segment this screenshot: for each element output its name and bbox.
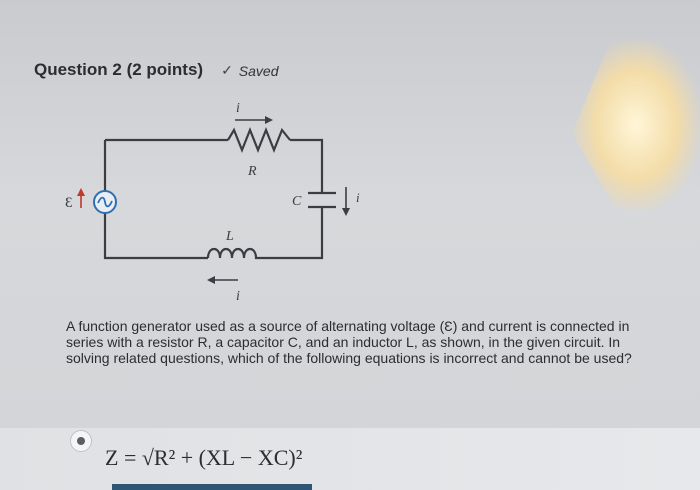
- screen-glare: [572, 40, 700, 210]
- question-title: Question 2 (2 points): [34, 60, 204, 79]
- circuit-diagram: i R C i L i Ɛ: [65, 101, 360, 304]
- inductor-symbol: [206, 247, 260, 260]
- answer-radio-button[interactable]: [70, 430, 92, 452]
- arrowhead-up-icon: [77, 188, 85, 196]
- wire-right-bottom: [260, 207, 324, 260]
- next-choice-edge: [112, 484, 312, 490]
- arrowhead-down-icon: [342, 208, 350, 216]
- capacitor-label: C: [292, 194, 302, 209]
- question-text: A function generator used as a source of…: [66, 318, 632, 366]
- answer-choice-row: [0, 428, 700, 490]
- saved-label: Saved: [238, 62, 279, 79]
- resistor-label: R: [247, 164, 257, 179]
- arrowhead-left-icon: [207, 276, 215, 284]
- resistor-symbol: [227, 127, 291, 153]
- saved-status: ✓ Saved: [221, 62, 278, 79]
- capacitor-current-label: i: [356, 190, 360, 205]
- answer-formula[interactable]: Z = √R² + (XL − XC)²: [105, 445, 303, 470]
- sine-wave-icon: [97, 196, 113, 208]
- source-label: Ɛ: [65, 195, 73, 211]
- current-label-top: i: [236, 101, 240, 116]
- current-label-bottom: i: [236, 289, 240, 304]
- checkmark-icon: ✓: [221, 62, 233, 78]
- wire-left-bottom: [103, 212, 208, 260]
- radio-selected-dot: [77, 437, 85, 445]
- inductor-label: L: [225, 229, 234, 244]
- wire-top-right: [290, 138, 324, 193]
- question-header: Question 2 (2 points) ✓ Saved: [34, 60, 279, 80]
- arrowhead-right-icon: [265, 116, 273, 124]
